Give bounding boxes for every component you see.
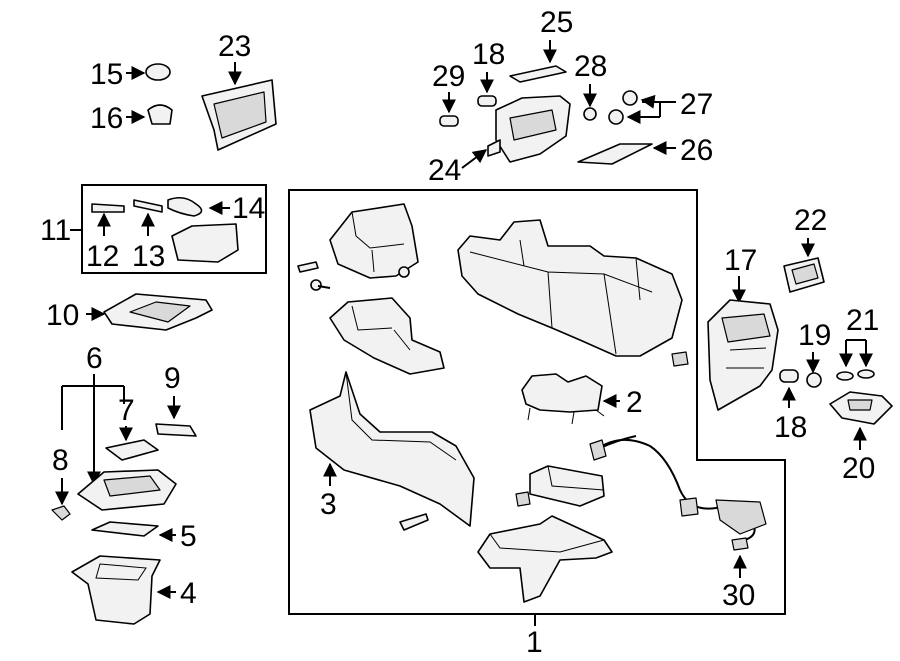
button-28	[583, 107, 597, 121]
ring-16	[147, 104, 173, 125]
callout-23: 23	[218, 30, 251, 63]
callout-14: 14	[232, 192, 265, 225]
plug-29	[439, 115, 459, 127]
callout-24: 24	[428, 154, 461, 187]
bin-4	[71, 555, 161, 625]
knob-27b	[608, 109, 624, 125]
callout-18-top: 18	[472, 38, 505, 71]
callout-21: 21	[846, 304, 879, 337]
callout-30: 30	[722, 579, 755, 612]
callout-8: 8	[52, 444, 69, 477]
plug-18	[477, 95, 497, 107]
callout-9: 9	[164, 362, 181, 395]
seal-12	[91, 203, 125, 213]
callout-12: 12	[86, 240, 119, 273]
callout-6: 6	[86, 342, 103, 375]
console-body	[457, 219, 683, 357]
plug-18-right	[779, 369, 799, 383]
cap-15	[145, 63, 171, 81]
callout-27: 27	[680, 88, 713, 121]
bracket-2	[521, 373, 605, 425]
callout-5: 5	[180, 520, 197, 553]
rear-bracket	[329, 203, 419, 279]
bezel-24	[487, 95, 571, 163]
mat-5	[91, 521, 159, 537]
callout-20: 20	[842, 452, 875, 485]
lid-6	[77, 469, 177, 511]
callout-18-right: 18	[774, 411, 807, 444]
tray-10	[103, 293, 213, 331]
callout-28: 28	[574, 50, 607, 83]
clip-8	[51, 505, 71, 521]
assembly-frame	[288, 189, 786, 615]
lid-7	[105, 439, 159, 461]
control-module	[529, 465, 605, 507]
callout-1: 1	[526, 626, 543, 659]
mat-26	[577, 143, 653, 165]
ring-21b	[857, 369, 875, 379]
pad-25	[509, 65, 567, 83]
callout-3: 3	[320, 488, 337, 521]
clip	[671, 351, 689, 367]
control-22	[783, 257, 825, 293]
callout-10: 10	[46, 299, 79, 332]
base-bracket	[477, 515, 613, 603]
bolt	[399, 513, 429, 531]
ring-21a	[836, 371, 854, 381]
connector	[515, 491, 531, 507]
callout-22: 22	[794, 204, 827, 237]
callout-26: 26	[680, 134, 713, 167]
callout-13: 13	[132, 240, 165, 273]
insert	[171, 223, 239, 263]
callout-17: 17	[724, 244, 757, 277]
knob-27a	[622, 90, 638, 106]
callout-2: 2	[626, 386, 643, 419]
screw	[297, 261, 410, 291]
knob-19	[806, 372, 822, 388]
trim-panel	[201, 79, 277, 151]
base-20	[829, 391, 893, 425]
callout-4: 4	[180, 577, 197, 610]
callout-19: 19	[798, 319, 831, 352]
latch-9	[155, 423, 197, 437]
cupholder-bracket	[329, 297, 445, 375]
seal-13	[133, 199, 163, 213]
callout-25: 25	[540, 6, 573, 39]
callout-11: 11	[40, 214, 71, 247]
callout-16: 16	[90, 102, 123, 135]
rear-panel-17	[707, 299, 779, 411]
wiring-harness	[589, 435, 767, 551]
callout-15: 15	[90, 58, 123, 91]
callout-7: 7	[118, 394, 135, 427]
side-panel	[309, 371, 475, 527]
seal-14	[167, 196, 203, 217]
callout-29: 29	[432, 60, 465, 93]
